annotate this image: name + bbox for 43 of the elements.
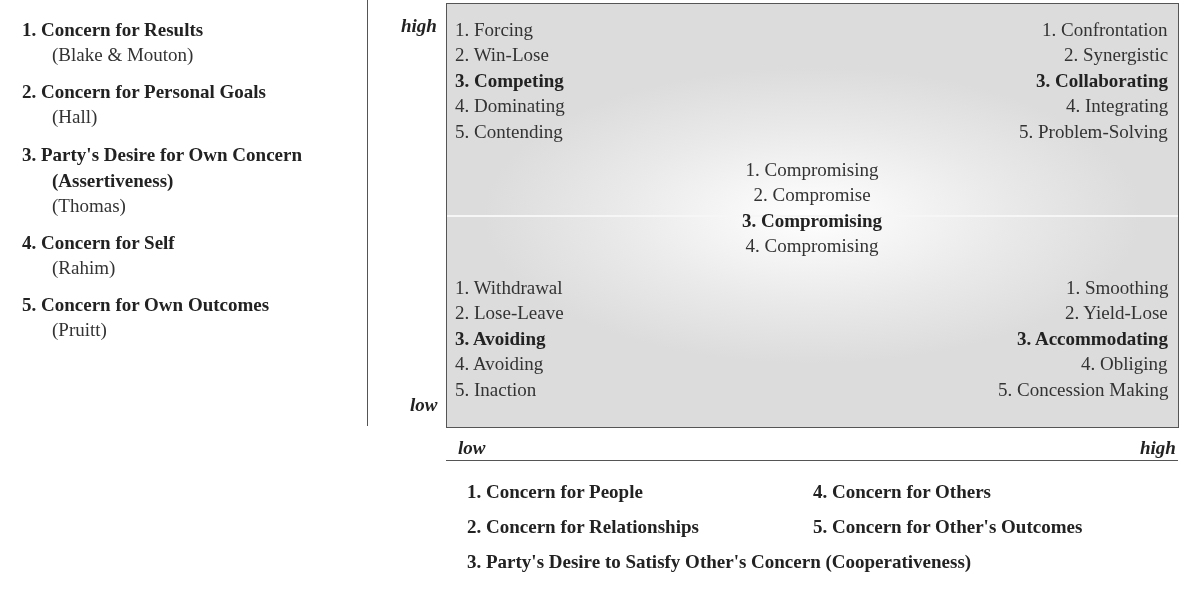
- quadrant-item: 5. Concession Making: [998, 378, 1169, 402]
- axis-label: low: [410, 393, 438, 417]
- quadrant-item: 3. Competing: [455, 69, 564, 93]
- quadrant-item: 1. Withdrawal: [455, 276, 563, 300]
- quadrant-item: 2. Lose-Leave: [455, 301, 564, 325]
- list-heading: 4. Concern for Self: [22, 231, 175, 255]
- quadrant-item: 3. Avoiding: [455, 327, 546, 351]
- quadrant-item: 4. Avoiding: [455, 352, 544, 376]
- list-source: (Pruitt): [52, 318, 107, 342]
- quadrant-item: 1. Compromising: [745, 158, 879, 182]
- list-source: (Thomas): [52, 194, 126, 218]
- quadrant-item: 2. Win-Lose: [455, 43, 549, 67]
- list-heading: 5. Concern for Own Outcomes: [22, 293, 270, 317]
- list-source: (Blake & Mouton): [52, 43, 194, 67]
- quadrant-item: 5. Contending: [455, 120, 563, 144]
- quadrant-item: 4. Dominating: [455, 94, 565, 118]
- list-heading: 3. Party's Desire for Own Concern (Assertiveness): [22, 143, 304, 193]
- list-heading: 3. Party's Desire to Satisfy Other's Concern (Cooperativeness): [467, 550, 972, 574]
- list-heading: 1. Concern for Results: [22, 18, 204, 42]
- quadrant-item: 1. Confrontation: [1042, 18, 1168, 42]
- list-heading: 2. Concern for Relationships: [467, 515, 699, 539]
- quadrant-item: 3. Accommodating: [1017, 327, 1168, 351]
- quadrant-item: 2. Compromise: [753, 183, 871, 207]
- list-source: (Hall): [52, 105, 98, 129]
- axis-label: low: [458, 436, 486, 460]
- quadrant-item: 4. Integrating: [1066, 94, 1169, 118]
- axis-label: high: [401, 14, 437, 38]
- quadrant-item: 1. Smoothing: [1066, 276, 1169, 300]
- list-heading: 4. Concern for Others: [813, 480, 991, 504]
- list-source: (Rahim): [52, 256, 116, 280]
- axis-label: high: [1140, 436, 1176, 460]
- quadrant-item: 2. Synergistic: [1064, 43, 1169, 67]
- list-heading: 2. Concern for Personal Goals: [22, 80, 266, 104]
- quadrant-item: 4. Compromising: [745, 234, 879, 258]
- quadrant-item: 3. Collaborating: [1036, 69, 1168, 93]
- quadrant-item: 5. Inaction: [455, 378, 537, 402]
- quadrant-item: 2. Yield-Lose: [1065, 301, 1168, 325]
- quadrant-item: 1. Forcing: [455, 18, 534, 42]
- quadrant-item: 5. Problem-Solving: [1019, 120, 1168, 144]
- quadrant-item: 3. Compromising: [742, 209, 883, 233]
- quadrant-item: 4. Obliging: [1081, 352, 1168, 376]
- list-heading: 5. Concern for Other's Outcomes: [813, 515, 1083, 539]
- list-heading: 1. Concern for People: [467, 480, 643, 504]
